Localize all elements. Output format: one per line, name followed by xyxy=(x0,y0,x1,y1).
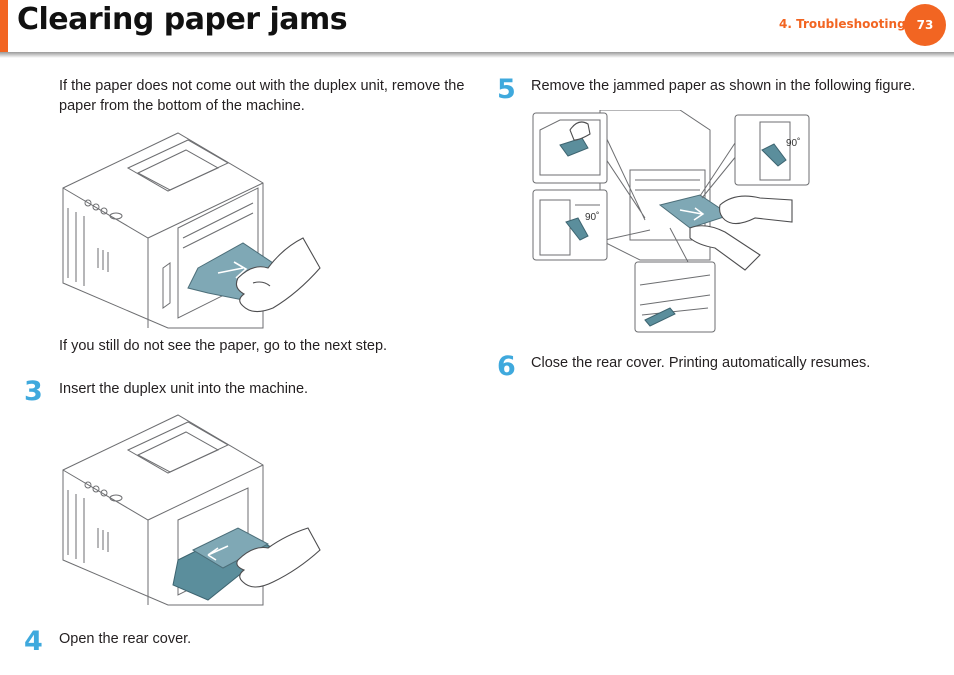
callout-lever-left: 90˚ xyxy=(532,189,608,261)
intro-paragraph: If the paper does not come out with the … xyxy=(59,78,465,114)
hand-illustration xyxy=(236,527,321,588)
step-6-text: Close the rear cover. Printing automatic… xyxy=(531,355,871,371)
hand-illustration xyxy=(235,237,321,313)
title-accent-bar xyxy=(0,0,8,52)
angle-label-right: 90˚ xyxy=(786,137,800,149)
section-breadcrumb[interactable]: 4. Troubleshooting xyxy=(779,17,906,31)
step-5-text: Remove the jammed paper as shown in the … xyxy=(531,78,916,94)
figure-insert-duplex-unit xyxy=(62,414,321,606)
page-number-badge: 73 xyxy=(904,4,946,46)
step-5-number: 5 xyxy=(497,74,516,105)
callout-lines xyxy=(579,119,738,263)
callout-lever-right: 90˚ xyxy=(734,114,810,186)
step-3-text: Insert the duplex unit into the machine. xyxy=(59,381,309,397)
callout-bottom-roller xyxy=(634,261,716,333)
step-4-text: Open the rear cover. xyxy=(59,631,192,647)
callout-lever-top-left xyxy=(532,112,608,184)
note-paragraph: If you still do not see the paper, go to… xyxy=(59,338,388,354)
hands-illustration xyxy=(689,195,793,271)
header-divider xyxy=(0,52,954,58)
step-6-number: 6 xyxy=(497,351,516,382)
step-4-number: 4 xyxy=(24,626,43,657)
printer-illustration xyxy=(62,414,264,606)
angle-label-left: 90˚ xyxy=(585,211,599,223)
page-title: Clearing paper jams xyxy=(17,2,348,37)
figure-remove-paper-bottom xyxy=(62,132,321,329)
figure-remove-jammed-paper: 90˚ 90˚ xyxy=(532,110,810,333)
printer-illustration xyxy=(62,132,264,329)
step-3-number: 3 xyxy=(24,376,43,407)
